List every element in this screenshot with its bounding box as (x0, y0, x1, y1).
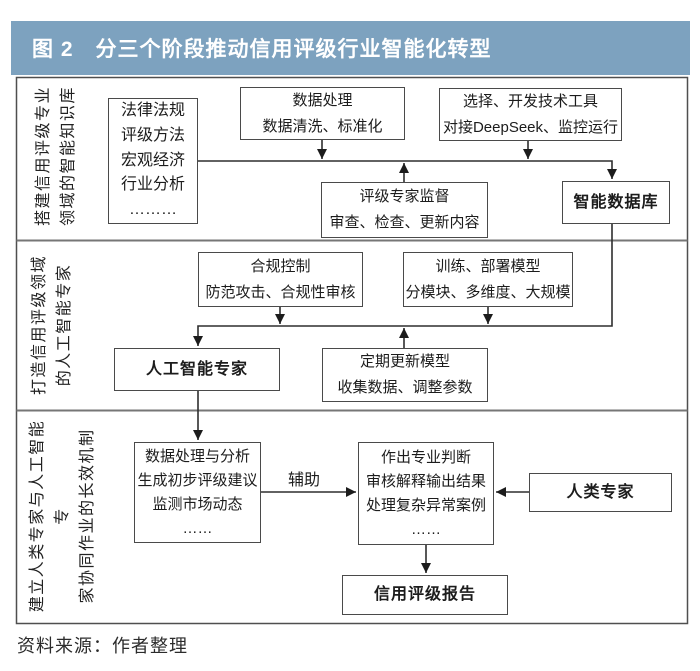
figure-number: 图 2 (32, 38, 74, 61)
figure-title: 分三个阶段推动信用评级行业智能化转型 (95, 38, 492, 61)
box-data-processing: 数据处理 数据清洗、标准化 (240, 87, 405, 140)
source-caption: 资料来源：作者整理 (17, 636, 188, 656)
box-model-update: 定期更新模型 收集数据、调整参数 (322, 348, 488, 402)
box-credit-report: 信用评级报告 (342, 575, 508, 615)
edge-database-to-ai-expert (193, 224, 613, 346)
stage1-side-label: 搭建信用评级专业 领域的智能知识库 (35, 86, 77, 227)
box-human-tasks: 作出专业判断 审核解释输出结果 处理复杂异常案例 …… (358, 442, 494, 545)
box-ai-expert: 人工智能专家 (114, 348, 280, 391)
box-ai-tasks: 数据处理与分析 生成初步评级建议 监测市场动态 …… (134, 442, 261, 543)
assist-edge-label: 辅助 (287, 472, 320, 489)
box-compliance-control: 合规控制 防范攻击、合规性审核 (198, 252, 363, 307)
figure-title-bar: 图 2 分三个阶段推动信用评级行业智能化转型 (11, 21, 690, 75)
box-expert-supervision: 评级专家监督 审查、检查、更新内容 (321, 182, 488, 238)
stage3-side-label: 建立人类专家与人工智能专 家协同作业的长效机制 (29, 419, 96, 613)
box-model-training: 训练、部署模型 分模块、多维度、大规模 (403, 252, 573, 307)
box-human-expert: 人类专家 (529, 473, 672, 512)
diagram-frame (15, 76, 689, 625)
stage2-side-label: 打造信用评级领域 的人工智能专家 (31, 254, 73, 395)
box-intelligent-database: 智能数据库 (562, 181, 670, 224)
box-tech-tools: 选择、开发技术工具 对接DeepSeek、监控运行 (439, 88, 622, 141)
box-knowledge-source: 法律法规 评级方法 宏观经济 行业分析 ……… (108, 98, 198, 224)
edge-bus1-to-intelligent-database (197, 160, 617, 179)
